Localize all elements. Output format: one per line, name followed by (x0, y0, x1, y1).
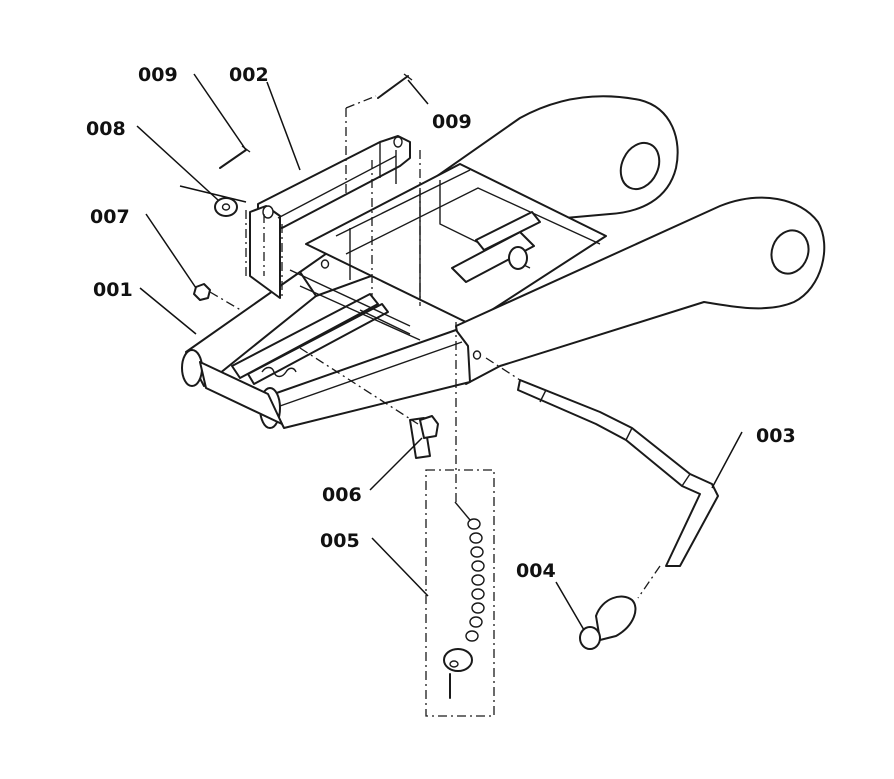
chain-assembly (425, 469, 495, 717)
washer (179, 185, 247, 217)
label-001: 001 (93, 279, 133, 301)
label-007: 007 (90, 206, 130, 228)
label-008: 008 (86, 118, 126, 140)
latch-plate (249, 135, 411, 299)
label-002: 002 (229, 64, 269, 86)
alignment-lines (209, 95, 661, 599)
label-009-top-left: 009 (138, 64, 178, 86)
part-labels: 009 002 009 008 007 001 003 006 005 004 (86, 64, 796, 582)
pin-top-right (377, 73, 413, 99)
label-003: 003 (756, 425, 796, 447)
label-004: 004 (516, 560, 556, 582)
main-frame (181, 95, 826, 429)
label-005: 005 (320, 530, 360, 552)
nut (193, 283, 211, 301)
label-006: 006 (322, 484, 362, 506)
leader-lines (136, 73, 743, 631)
bolt (409, 415, 439, 459)
handle-rod (517, 379, 719, 567)
label-009-top-right: 009 (432, 111, 472, 133)
handle-knob (579, 595, 637, 650)
